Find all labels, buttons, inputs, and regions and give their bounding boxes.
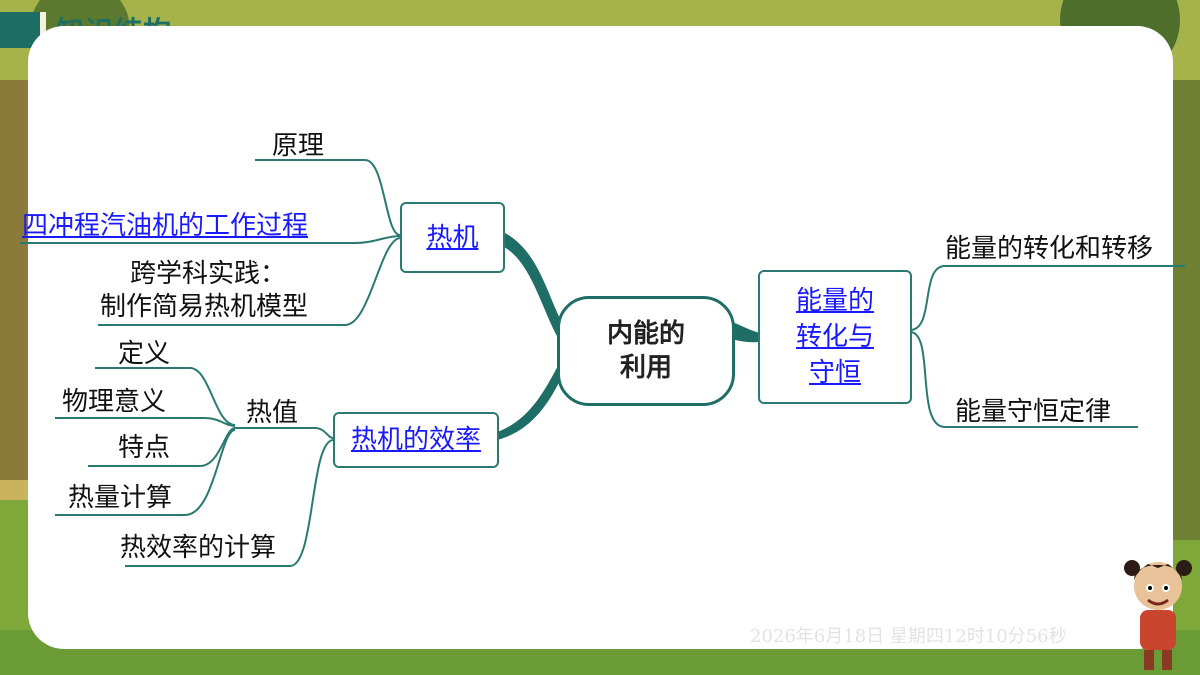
node-heat-engine-efficiency: 热机的效率 xyxy=(333,412,499,468)
timestamp-text: 2026年6月18日 星期四12时10分56秒 xyxy=(750,626,1067,647)
leaf-definition: 定义 xyxy=(118,339,171,369)
leaf-principle: 原理 xyxy=(272,131,325,161)
leaf-practice-line1: 跨学科实践： xyxy=(130,259,287,289)
leaf-feature: 特点 xyxy=(118,433,171,463)
leaf-energy-conversion-transfer: 能量的转化和转移 xyxy=(945,234,1154,264)
energy-node-line1: 能量的 xyxy=(795,286,874,316)
leaf-calorific-value: 热值 xyxy=(246,398,299,428)
node-heat-engine: 热机 xyxy=(400,202,505,273)
link-energy-conservation[interactable]: 能量的 转化与 守恒 xyxy=(796,283,874,391)
node-energy-conservation: 能量的 转化与 守恒 xyxy=(758,270,912,404)
center-node-line1: 内能的 xyxy=(606,319,685,349)
leaf-four-stroke-process[interactable]: 四冲程汽油机的工作过程 xyxy=(22,211,309,241)
leaf-thermal-efficiency-calc: 热效率的计算 xyxy=(120,533,277,563)
link-heat-engine-efficiency[interactable]: 热机的效率 xyxy=(350,425,481,455)
leaf-energy-conservation-law: 能量守恒定律 xyxy=(955,397,1112,427)
center-node-line2: 利用 xyxy=(619,353,672,383)
mascot-character-icon xyxy=(1124,560,1192,670)
leaf-physical-meaning: 物理意义 xyxy=(62,387,167,417)
energy-node-line2: 转化与 xyxy=(795,322,874,352)
leaf-practice-line2: 制作简易热机模型 xyxy=(100,292,309,322)
energy-node-line3: 守恒 xyxy=(808,358,861,388)
leaf-heat-calculation: 热量计算 xyxy=(68,483,173,513)
center-node-internal-energy-use: 内能的 利用 xyxy=(557,296,735,406)
link-heat-engine[interactable]: 热机 xyxy=(426,222,479,253)
